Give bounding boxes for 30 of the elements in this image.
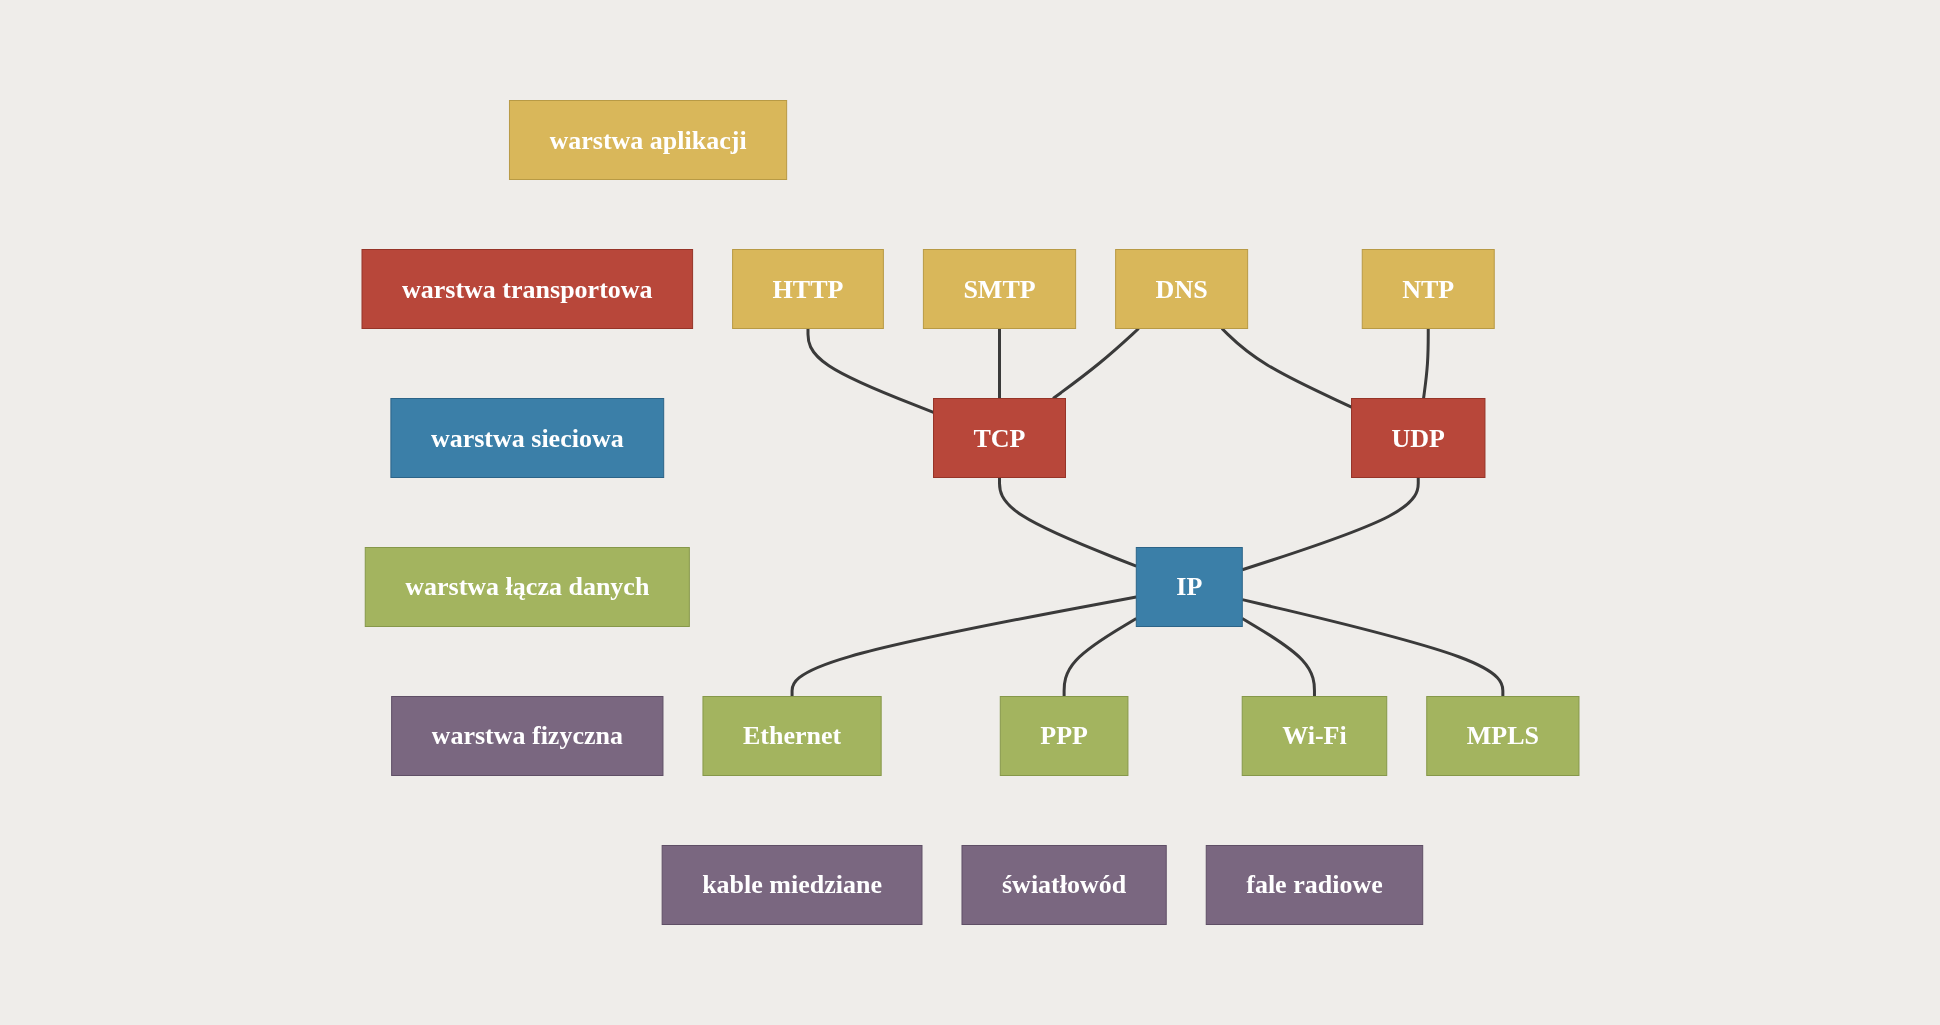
node-box: światłowód [961, 845, 1167, 925]
node-box: Ethernet [702, 696, 882, 776]
connector [1220, 327, 1352, 409]
connector [790, 595, 1137, 697]
connector [1421, 328, 1430, 399]
node-box: warstwa łącza danych [364, 547, 690, 627]
connector [1051, 327, 1140, 400]
node-box: UDP [1350, 398, 1485, 478]
node-box: warstwa fizyczna [390, 696, 663, 776]
node-box: warstwa aplikacji [508, 100, 787, 180]
node-box: fale radiowe [1205, 845, 1423, 925]
connector [1241, 617, 1316, 697]
node-box: MPLS [1425, 696, 1579, 776]
node-box: HTTP [731, 249, 884, 329]
connector [1241, 598, 1504, 697]
connector [1062, 617, 1137, 697]
node-box: SMTP [922, 249, 1076, 329]
node-box: warstwa transportowa [361, 249, 693, 329]
connector [997, 328, 1001, 399]
connector [806, 328, 934, 414]
node-box: PPP [999, 696, 1128, 776]
node-box: Wi-Fi [1241, 696, 1387, 776]
node-box: warstwa sieciowa [389, 398, 664, 478]
connector [997, 477, 1137, 568]
node-box: TCP [932, 398, 1066, 478]
node-box: IP [1135, 547, 1243, 627]
connector [1241, 477, 1420, 572]
node-box: DNS [1114, 249, 1248, 329]
node-box: kable miedziane [661, 845, 922, 925]
node-box: NTP [1361, 249, 1495, 329]
